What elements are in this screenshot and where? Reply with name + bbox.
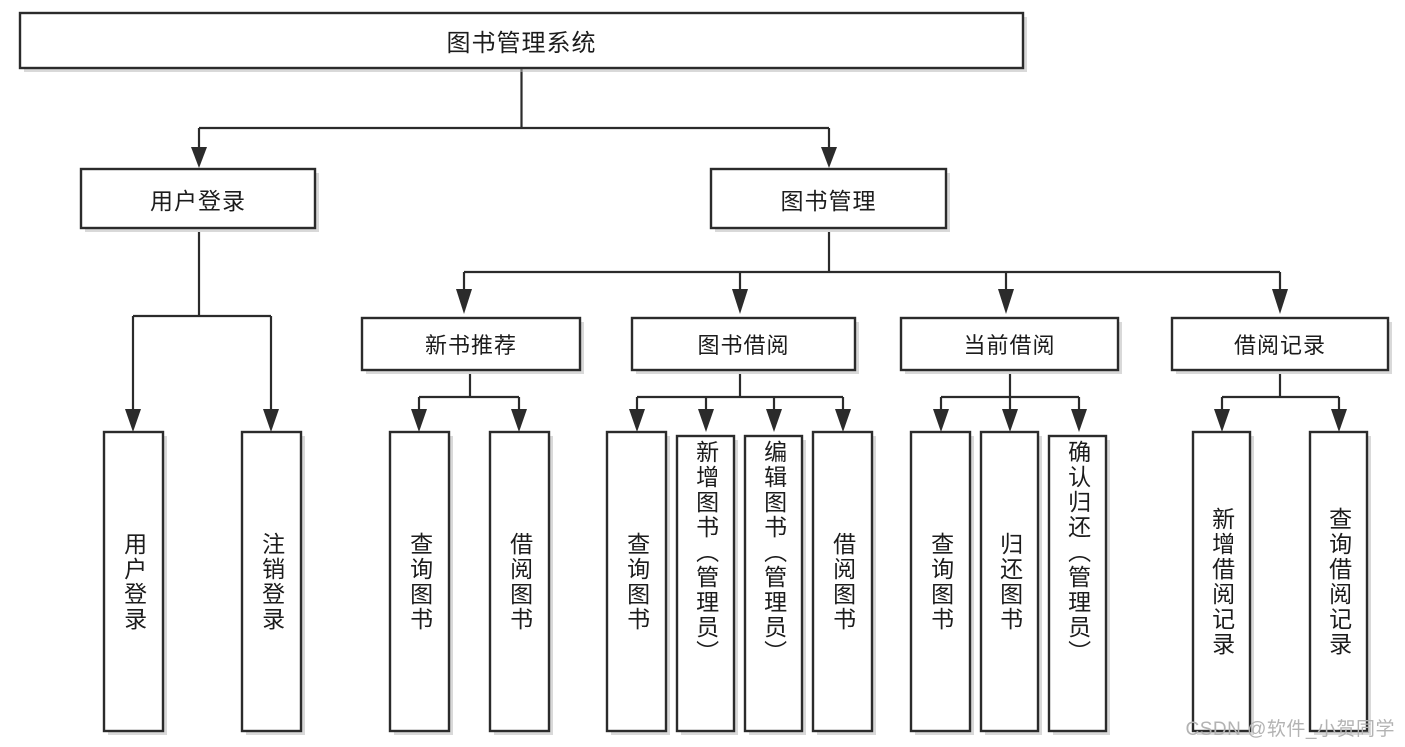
arrow-to-leaf-edit-book — [766, 409, 782, 432]
node-book-management[interactable] — [709, 167, 948, 230]
node-leaf-add-record[interactable] — [1191, 430, 1252, 733]
node-leaf-return-book[interactable] — [979, 430, 1040, 733]
arrow-to-leaf-query-record — [1331, 409, 1347, 432]
arrow-to-book-borrow — [732, 289, 748, 314]
node-borrow-record[interactable] — [1170, 316, 1390, 372]
arrow-to-leaf-add-book — [698, 409, 714, 432]
arrow-to-borrow-record — [1272, 289, 1288, 314]
arrow-to-leaf-user-login — [125, 409, 141, 432]
arrow-to-leaf-add-record — [1214, 409, 1230, 432]
arrow-to-leaf-query-book-1 — [411, 409, 427, 432]
arrow-to-leaf-borrow-book-1 — [511, 409, 527, 432]
arrow-to-leaf-confirm-return — [1071, 409, 1087, 432]
node-leaf-edit-book[interactable] — [743, 434, 804, 733]
arrow-to-leaf-query-book-2 — [629, 409, 645, 432]
arrow-to-new-book-recommend — [456, 289, 472, 314]
arrow-to-leaf-logout-login — [263, 409, 279, 432]
connector-layer — [125, 68, 1347, 432]
node-leaf-query-record[interactable] — [1308, 430, 1369, 733]
node-leaf-add-book[interactable] — [675, 434, 736, 733]
node-leaf-borrow-book-1[interactable] — [488, 430, 551, 733]
arrow-to-leaf-borrow-book-2 — [835, 409, 851, 432]
node-current-borrow[interactable] — [899, 316, 1120, 372]
arrow-to-leaf-return-book — [1002, 409, 1018, 432]
node-leaf-query-book-2[interactable] — [605, 430, 668, 733]
node-book-borrow[interactable] — [630, 316, 857, 372]
node-user-login[interactable] — [79, 167, 317, 230]
node-layer — [18, 11, 1392, 735]
node-leaf-logout-login[interactable] — [240, 430, 303, 733]
node-leaf-query-book-1[interactable] — [388, 430, 451, 733]
arrow-root-to-book-management — [821, 147, 837, 168]
arrow-to-leaf-query-book-3 — [933, 409, 949, 432]
node-new-book-recommend[interactable] — [360, 316, 582, 372]
node-leaf-query-book-3[interactable] — [909, 430, 972, 733]
node-leaf-confirm-return[interactable] — [1047, 434, 1108, 733]
arrow-root-to-user-login — [191, 147, 207, 168]
node-leaf-borrow-book-2[interactable] — [811, 430, 874, 733]
node-leaf-user-login[interactable] — [102, 430, 165, 733]
arrow-to-current-borrow — [998, 289, 1014, 314]
node-root[interactable] — [18, 11, 1025, 70]
